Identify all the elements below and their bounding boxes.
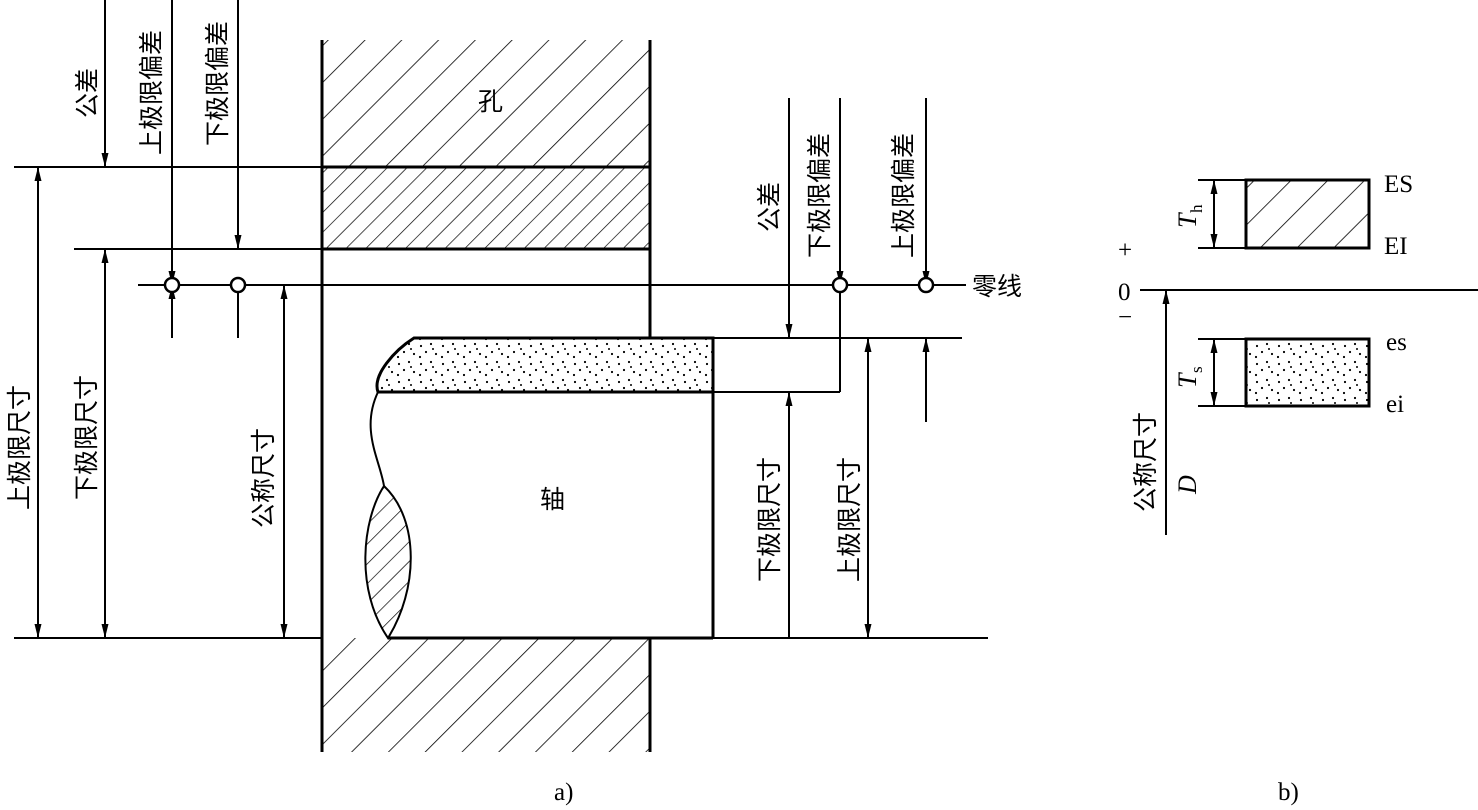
shaft-tolerance-symbol: T bbox=[1173, 372, 1202, 388]
right-upper-limit-size: 上极限尺寸 bbox=[835, 457, 864, 582]
left-lower-limit-size: 下极限尺寸 bbox=[72, 375, 101, 500]
shaft-break-section bbox=[364, 484, 412, 640]
zero-line-label: 零线 bbox=[972, 272, 1022, 301]
hole-label: 孔 bbox=[478, 87, 503, 116]
figure-a: 孔 轴 零线 上极限尺寸 下极限尺寸 公称尺寸 公差 上极限偏差 下极限偏差 bbox=[5, 0, 1022, 806]
caption-b: b) bbox=[1278, 779, 1299, 806]
figure-b: + 0 − ES EI T h es ei T s 公称尺寸 D b) bbox=[1118, 171, 1478, 806]
left-lower-deviation: 下极限偏差 bbox=[203, 21, 232, 146]
right-lower-limit-size: 下极限尺寸 bbox=[755, 457, 784, 582]
minus-sign: − bbox=[1118, 304, 1132, 331]
es-upper-label: ES bbox=[1384, 171, 1413, 198]
es-lower-label: es bbox=[1386, 329, 1407, 356]
right-tolerance: 公差 bbox=[755, 182, 784, 232]
right-upper-deviation: 上极限偏差 bbox=[889, 133, 918, 258]
hole-body-upper bbox=[322, 40, 650, 167]
ei-lower-label: ei bbox=[1386, 391, 1404, 418]
left-nominal-size: 公称尺寸 bbox=[249, 428, 278, 528]
ei-upper-label: EI bbox=[1384, 233, 1408, 260]
shaft-tolerance-sub: s bbox=[1187, 366, 1206, 373]
caption-a: a) bbox=[554, 779, 573, 806]
hole-tolerance-symbol: T bbox=[1173, 212, 1202, 228]
zero-mark: 0 bbox=[1118, 279, 1131, 306]
hole-zone-b bbox=[1244, 178, 1371, 250]
right-lower-deviation: 下极限偏差 bbox=[805, 133, 834, 258]
nominal-symbol: D bbox=[1173, 475, 1202, 495]
left-upper-limit-size: 上极限尺寸 bbox=[5, 385, 34, 510]
shaft-tolerance-zone bbox=[375, 336, 715, 394]
left-upper-deviation: 上极限偏差 bbox=[137, 30, 166, 155]
shaft-zone-b bbox=[1244, 337, 1371, 408]
plus-sign: + bbox=[1118, 237, 1132, 264]
hole-tolerance-sub: h bbox=[1187, 204, 1206, 213]
nominal-size-b: 公称尺寸 bbox=[1131, 412, 1160, 512]
left-tolerance: 公差 bbox=[73, 68, 102, 118]
hole-body-lower bbox=[322, 638, 650, 752]
hole-tolerance-zone bbox=[320, 165, 652, 251]
shaft-label: 轴 bbox=[540, 485, 565, 514]
